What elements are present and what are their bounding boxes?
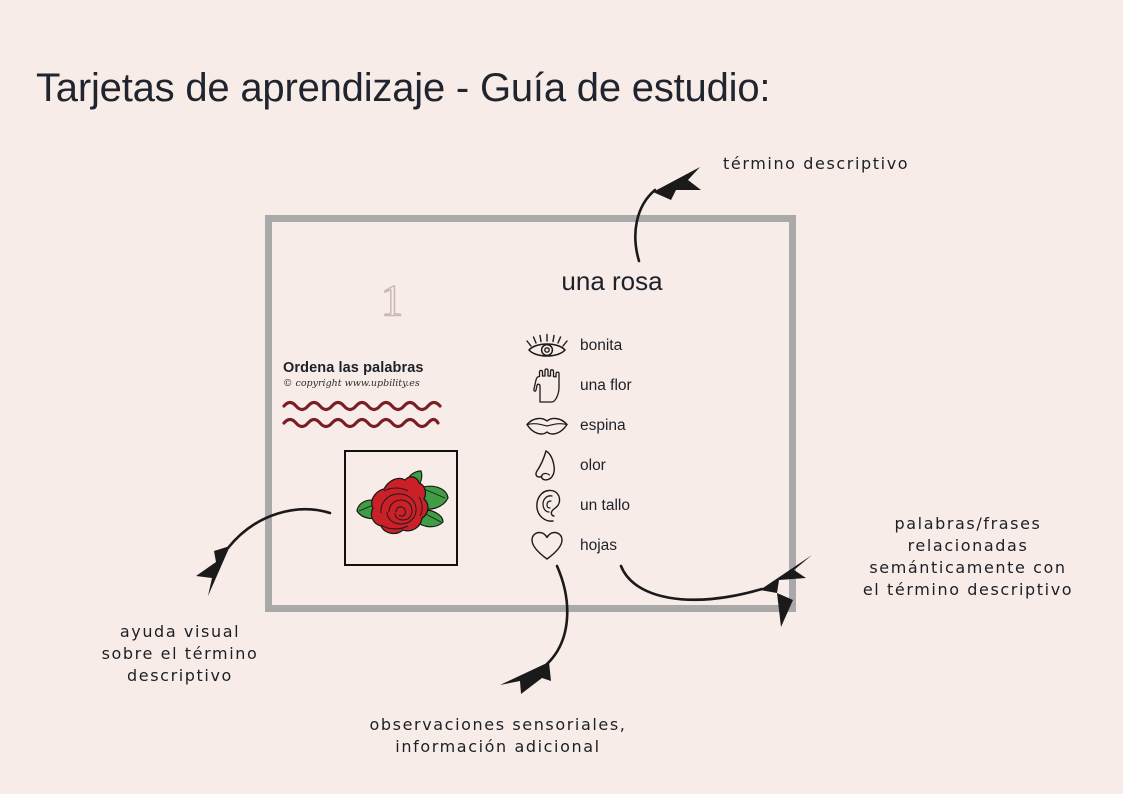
annotation-line: relacionadas xyxy=(907,536,1029,555)
sense-row-touch: una flor xyxy=(520,366,740,406)
wavy-line xyxy=(282,400,442,412)
sense-label: olor xyxy=(580,457,606,474)
sense-word-list: bonita una flor espina xyxy=(520,326,740,566)
eye-icon xyxy=(520,326,574,366)
instruction-block: Ordena las palabras © copyright www.upbi… xyxy=(283,360,483,389)
annotation-line: el término descriptivo xyxy=(862,580,1074,599)
annotation-line: información adicional xyxy=(395,737,601,756)
annotation-descriptive-term: término descriptivo xyxy=(723,153,909,175)
headword-term: una rosa xyxy=(561,266,663,296)
ear-icon xyxy=(520,486,574,526)
nose-icon xyxy=(520,446,574,486)
rose-bloom xyxy=(370,476,429,535)
annotation-line: sobre el término xyxy=(101,644,259,663)
sense-label: un tallo xyxy=(580,497,630,514)
annotation-line: término descriptivo xyxy=(723,154,910,173)
flashcard-frame xyxy=(265,215,796,612)
page-title: Tarjetas de aprendizaje - Guía de estudi… xyxy=(36,66,771,110)
hand-icon xyxy=(520,366,574,406)
rose-illustration xyxy=(356,470,449,535)
sense-row-sight: bonita xyxy=(520,326,740,366)
annotation-sensory-observations: observaciones sensoriales, información a… xyxy=(322,714,674,758)
wavy-answer-lines xyxy=(282,400,442,429)
sense-row-smell: olor xyxy=(520,446,740,486)
annotation-semantic-words: palabras/frases relacionadas semánticame… xyxy=(826,513,1110,601)
annotation-line: ayuda visual xyxy=(119,622,241,641)
sense-row-taste: espina xyxy=(520,406,740,446)
card-number: 1 xyxy=(380,276,404,325)
sense-label: bonita xyxy=(580,337,623,354)
annotation-line: semánticamente con xyxy=(869,558,1067,577)
copyright-notice: © copyright www.upbility.es xyxy=(283,378,420,389)
annotation-line: observaciones sensoriales, xyxy=(369,715,627,734)
annotation-line: descriptivo xyxy=(127,666,233,685)
heart-icon xyxy=(520,526,574,566)
sense-row-feeling: hojas xyxy=(520,526,740,566)
wavy-line xyxy=(282,417,440,429)
sense-label: hojas xyxy=(580,537,618,554)
sense-row-hearing: un tallo xyxy=(520,486,740,526)
lips-icon xyxy=(520,406,574,446)
sense-label: una flor xyxy=(580,377,632,394)
annotation-visual-aid: ayuda visual sobre el término descriptiv… xyxy=(62,621,298,687)
sense-label: espina xyxy=(580,417,626,434)
visual-aid-box xyxy=(344,450,458,566)
annotation-line: palabras/frases xyxy=(894,514,1042,533)
instruction-title: Ordena las palabras xyxy=(283,360,424,376)
